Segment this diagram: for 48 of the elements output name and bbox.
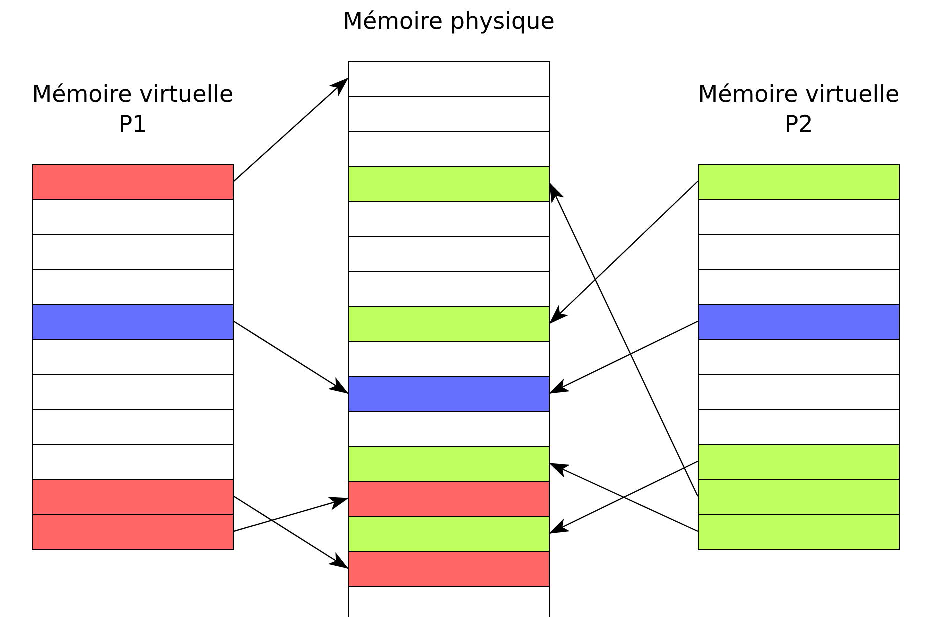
memory-page <box>348 481 550 517</box>
arrow <box>549 181 698 324</box>
memory-page <box>348 306 550 342</box>
memory-page <box>32 269 234 305</box>
memory-page <box>32 164 234 200</box>
arrow <box>234 496 349 570</box>
arrow <box>549 320 698 394</box>
memory-page <box>32 514 234 550</box>
memory-page <box>348 341 550 377</box>
memory-page <box>348 586 550 617</box>
memory-page <box>348 271 550 307</box>
column-heading: Mémoire physique <box>343 8 555 37</box>
memory-page <box>698 199 900 235</box>
memory-page <box>698 164 900 200</box>
memory-page <box>348 376 550 412</box>
memory-page <box>698 444 900 480</box>
memory-page <box>348 411 550 447</box>
memory-page <box>348 96 550 132</box>
column-heading: Mémoire virtuelle P2 <box>697 81 901 140</box>
column-heading: Mémoire virtuelle P1 <box>31 81 235 140</box>
arrow <box>234 497 349 532</box>
memory-page <box>32 234 234 270</box>
memory-page <box>32 479 234 515</box>
memory-page <box>348 516 550 552</box>
memory-page <box>348 551 550 587</box>
memory-page <box>698 234 900 270</box>
memory-page <box>698 479 900 515</box>
arrow <box>549 182 699 497</box>
memory-page <box>32 304 234 340</box>
arrow <box>234 321 349 394</box>
memory-page <box>348 166 550 202</box>
memory-page <box>32 339 234 375</box>
memory-page <box>32 199 234 235</box>
memory-page <box>698 269 900 305</box>
memory-page <box>698 374 900 410</box>
memory-page <box>698 409 900 445</box>
memory-page <box>32 374 234 410</box>
memory-page <box>348 236 550 272</box>
arrow <box>234 78 349 182</box>
memory-page <box>698 304 900 340</box>
memory-page <box>698 514 900 550</box>
memory-page <box>348 201 550 237</box>
memory-page <box>698 339 900 375</box>
memory-page <box>348 446 550 482</box>
memory-page <box>348 61 550 97</box>
memory-page <box>348 131 550 167</box>
memory-page <box>32 444 234 480</box>
memory-page <box>32 409 234 445</box>
